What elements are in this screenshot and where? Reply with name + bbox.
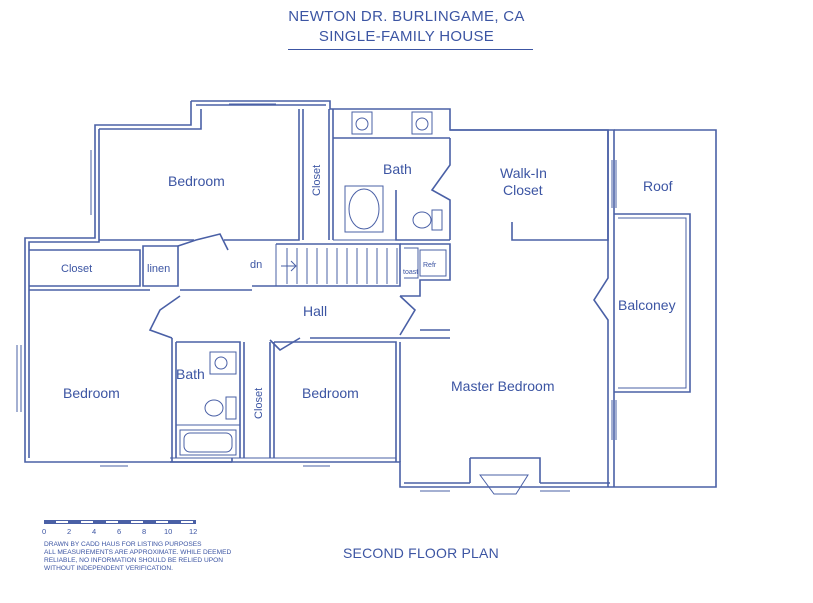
bathtub-icon (344, 185, 384, 233)
master-walls (469, 240, 609, 495)
label-walkin-line2: Closet (503, 182, 543, 198)
label-linen: linen (147, 263, 170, 275)
left-closet-walls (29, 245, 179, 291)
disclaimer-text: DRAWN BY CADD HAUS FOR LISTING PURPOSES … (44, 541, 274, 573)
label-walkin-line1: Walk-In (500, 165, 547, 181)
sink-icon (411, 111, 433, 135)
roof-outline (614, 129, 717, 488)
label-dn: dn (250, 259, 262, 271)
toilet-icon (412, 209, 443, 231)
label-hall: Hall (303, 303, 327, 319)
scale-bar (44, 520, 196, 524)
property-type-title: SINGLE-FAMILY HOUSE (318, 28, 495, 45)
bottom-bedroom-walls (274, 341, 401, 462)
bottom-bath-walls (176, 341, 275, 458)
sink-icon (209, 351, 237, 375)
label-bath-small: Bath (176, 366, 205, 382)
floor-plan-title: SECOND FLOOR PLAN (343, 545, 499, 561)
label-roof: Roof (643, 178, 673, 194)
label-bedroom-top: Bedroom (168, 173, 225, 189)
scale-tick-label: 10 (164, 527, 172, 536)
label-master-bedroom: Master Bedroom (451, 378, 554, 394)
label-bedroom-left: Bedroom (63, 385, 120, 401)
label-bedroom-middle: Bedroom (302, 385, 359, 401)
exterior-walls (24, 100, 615, 488)
balcony-outline (614, 213, 691, 393)
scale-tick-label: 2 (67, 527, 71, 536)
label-closet-bottom: Closet (253, 388, 265, 419)
label-closet-top: Closet (311, 165, 323, 196)
disclaimer-line: ALL MEASUREMENTS ARE APPROXIMATE. WHILE … (44, 549, 232, 556)
label-bath-top: Bath (383, 161, 412, 177)
label-closet-left: Closet (61, 263, 92, 275)
label-balcony: Balconey (618, 297, 676, 313)
disclaimer-line: RELIABLE, NO INFORMATION SHOULD BE RELIE… (44, 557, 224, 564)
top-bath-walls (333, 137, 451, 241)
title-underline (288, 49, 533, 50)
fixtures (183, 111, 443, 453)
staircase (252, 243, 451, 297)
windows (16, 150, 617, 492)
sink-icon (351, 111, 373, 135)
scale-tick-label: 0 (42, 527, 46, 536)
address-title: NEWTON DR. BURLINGAME, CA (288, 8, 525, 25)
disclaimer-line: DRAWN BY CADD HAUS FOR LISTING PURPOSES (44, 541, 202, 548)
scale-tick-label: 6 (117, 527, 121, 536)
bathtub-icon (183, 432, 233, 453)
scale-tick-label: 4 (92, 527, 96, 536)
toilet-icon (204, 396, 237, 420)
scale-tick-label: 12 (189, 527, 197, 536)
top-bedroom-walls (99, 103, 334, 241)
disclaimer-line: WITHOUT INDEPENDENT VERIFICATION. (44, 565, 173, 572)
scale-tick-label: 8 (142, 527, 146, 536)
label-refr: Refr (423, 262, 437, 269)
label-toast: toast (403, 269, 418, 276)
